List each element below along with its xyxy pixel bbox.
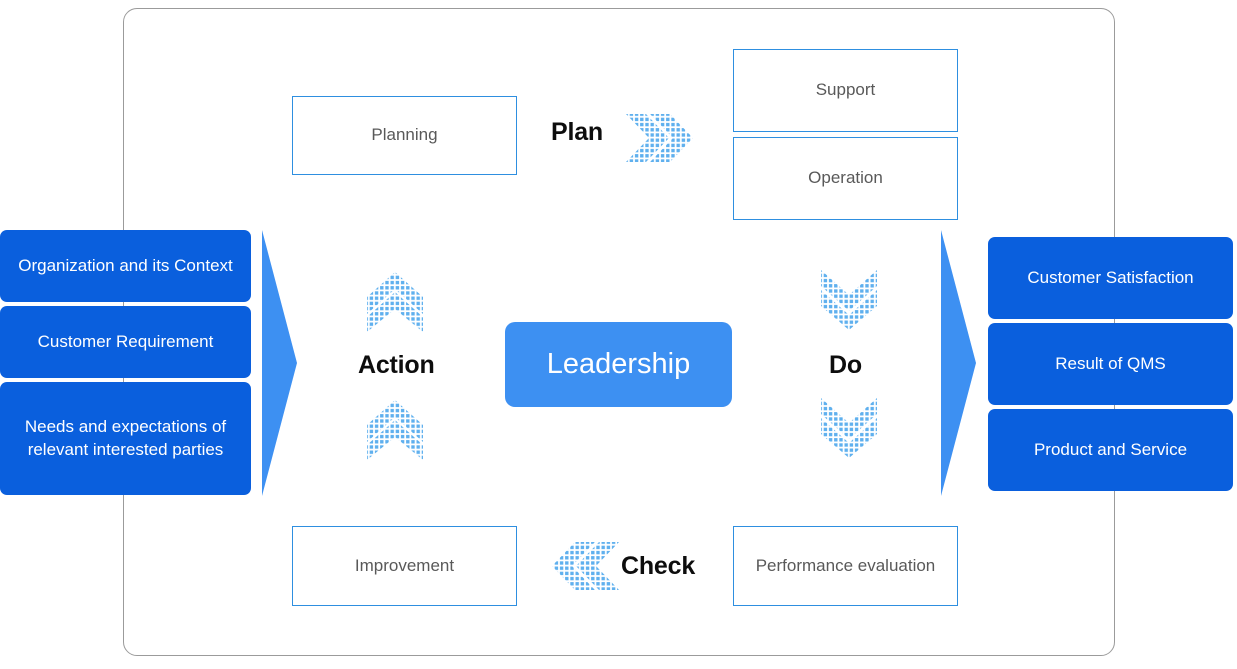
stage-label-check: Check (621, 552, 696, 580)
output-arrow-icon (938, 228, 980, 498)
clause-box-support[interactable]: Support (733, 49, 958, 132)
double-chevron-down-icon-bottom (818, 396, 880, 460)
output-box-customer-satisfaction[interactable]: Customer Satisfaction (988, 237, 1233, 319)
double-chevron-left-icon (549, 540, 621, 592)
clause-box-support-label: Support (815, 80, 876, 100)
clause-box-planning[interactable]: Planning (292, 96, 517, 175)
double-chevron-down-icon-top (818, 268, 880, 332)
input-box-organization-label: Organization and its Context (18, 255, 233, 275)
clause-box-operation-label: Operation (808, 168, 883, 188)
input-box-customer-requirement-label: Customer Requirement (37, 331, 214, 351)
clause-box-improvement-label: Improvement (354, 555, 455, 575)
input-box-customer-requirement[interactable]: Customer Requirement (0, 306, 251, 378)
clause-box-performance-evaluation-label: Performance evaluation (755, 555, 936, 575)
center-box-leadership-label: Leadership (546, 348, 691, 380)
output-box-result-of-qms-label: Result of QMS (1055, 353, 1166, 373)
input-box-needs-expectations-label: Needs and expectations of relevant inter… (24, 416, 227, 459)
double-chevron-right-icon (624, 112, 696, 164)
input-box-needs-expectations[interactable]: Needs and expectations of relevant inter… (0, 382, 251, 495)
output-box-product-and-service-label: Product and Service (1033, 439, 1188, 459)
stage-label-plan: Plan (551, 118, 603, 146)
clause-box-planning-label: Planning (371, 125, 438, 145)
center-box-leadership[interactable]: Leadership (505, 322, 732, 407)
clause-box-improvement[interactable]: Improvement (292, 526, 517, 606)
double-chevron-up-icon-bottom (364, 398, 426, 462)
stage-label-action: Action (358, 351, 435, 379)
double-chevron-up-icon-top (364, 270, 426, 334)
clause-box-performance-evaluation[interactable]: Performance evaluation (733, 526, 958, 606)
output-box-product-and-service[interactable]: Product and Service (988, 409, 1233, 491)
stage-label-do: Do (829, 351, 862, 379)
output-box-result-of-qms[interactable]: Result of QMS (988, 323, 1233, 405)
input-arrow-icon (259, 228, 301, 498)
output-box-customer-satisfaction-label: Customer Satisfaction (1027, 267, 1194, 287)
clause-box-operation[interactable]: Operation (733, 137, 958, 220)
input-box-organization[interactable]: Organization and its Context (0, 230, 251, 302)
